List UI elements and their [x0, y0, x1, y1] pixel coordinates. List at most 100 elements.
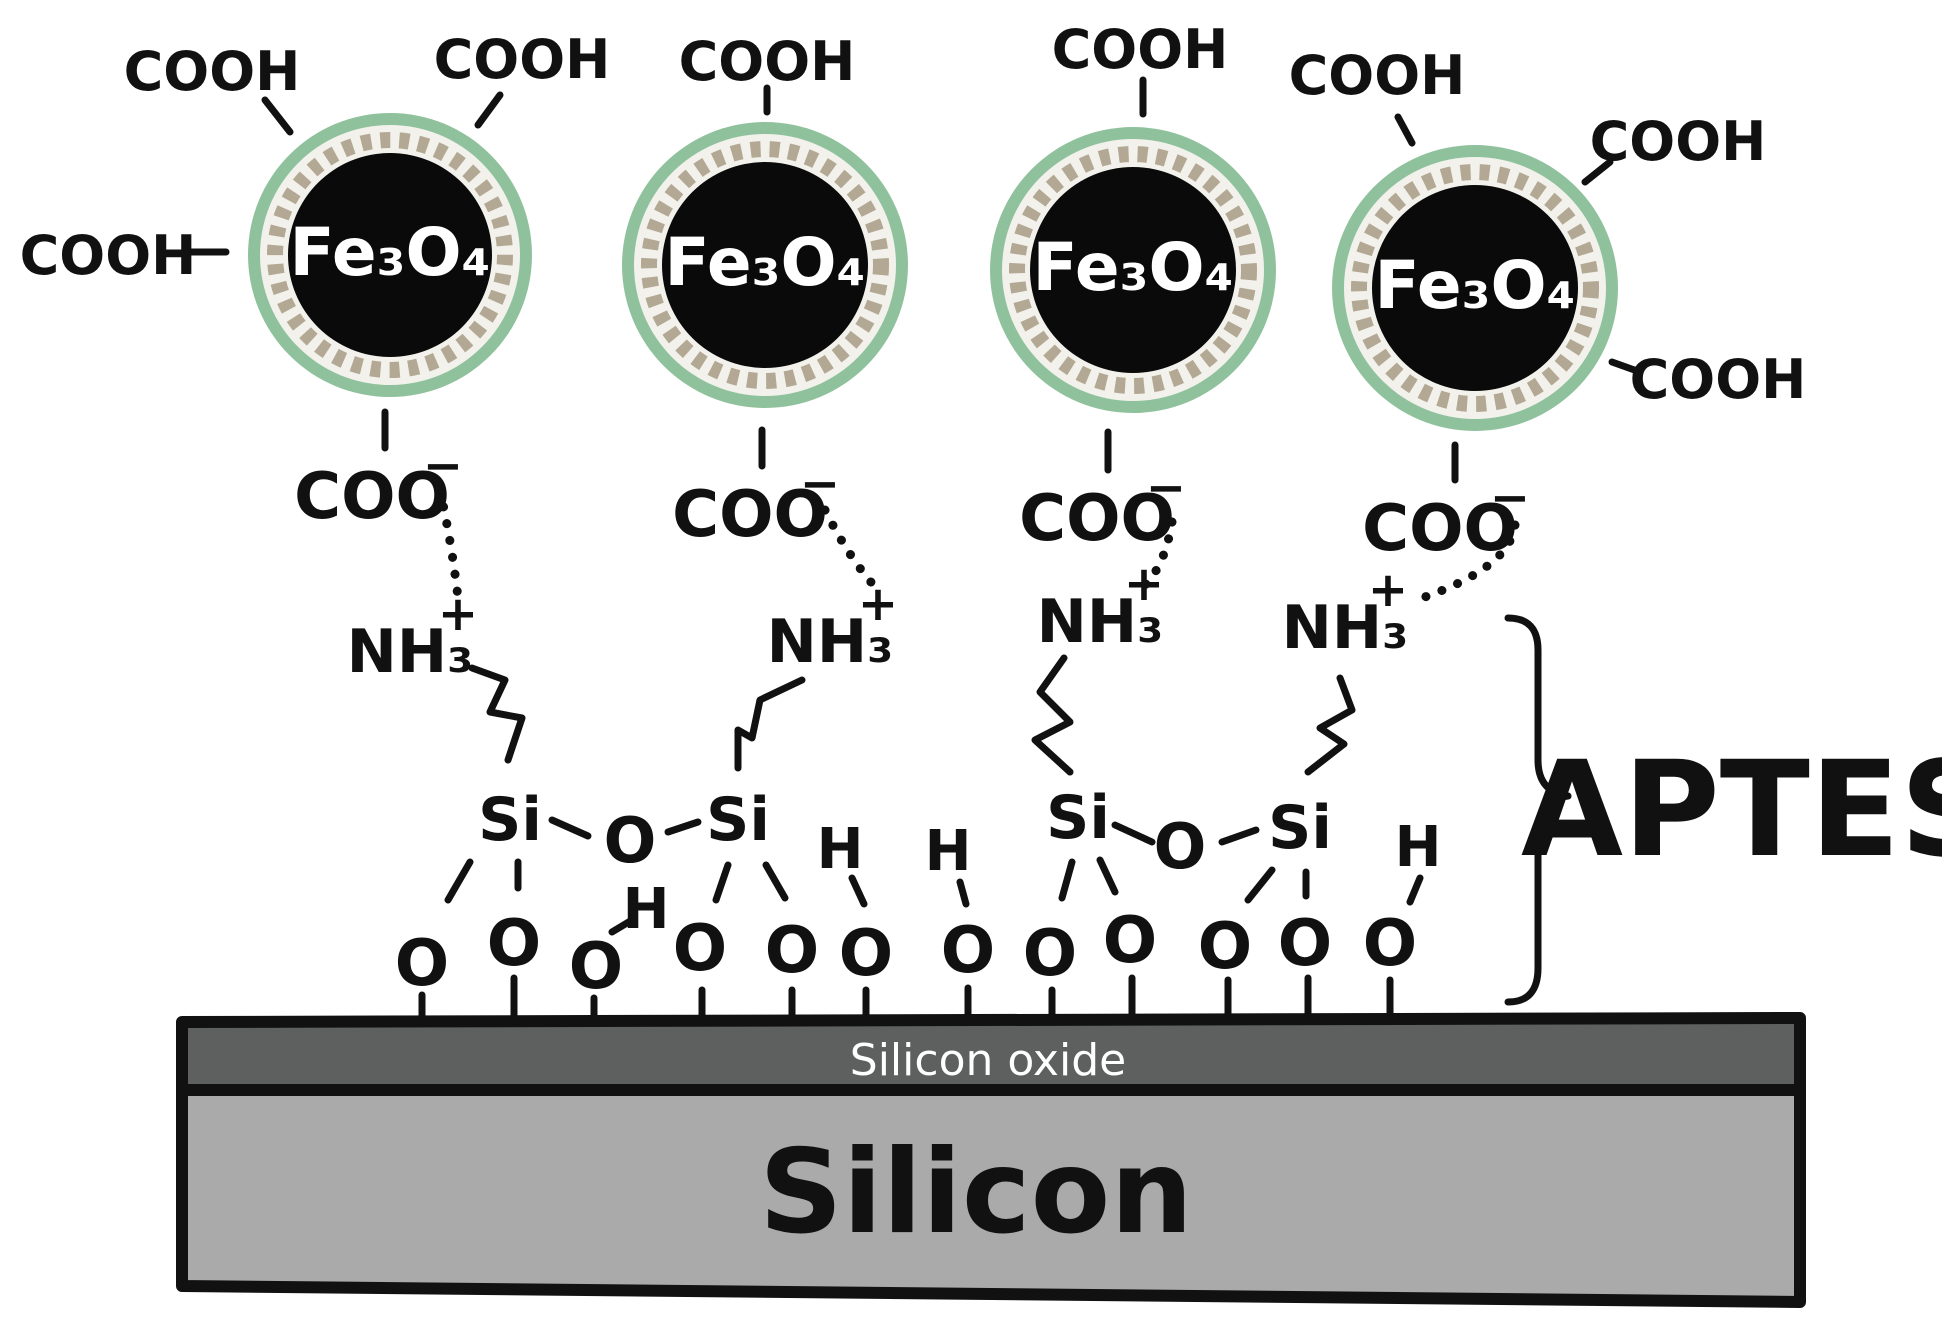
nanoparticle-1: Fe₃O₄	[248, 113, 532, 397]
silicon-atom-label: Si	[1268, 793, 1332, 863]
cooh-label: COOH	[1630, 348, 1807, 411]
propyl-chains	[468, 654, 1356, 776]
cooh-label: COOH	[1289, 44, 1466, 107]
ligand-ring	[641, 141, 889, 389]
surface-oxygen-label: O	[1023, 917, 1077, 991]
surface-oxygen-label: O	[1363, 907, 1417, 981]
bond-line	[548, 816, 592, 840]
hydrogen-label: H	[623, 877, 670, 942]
amine-label: NH₃	[347, 617, 474, 687]
cooh-label: COOH	[1590, 110, 1767, 173]
bond-line	[1111, 821, 1156, 846]
particle-core	[1030, 167, 1236, 373]
coo-charge: −	[1490, 470, 1530, 526]
amine-charge: +	[858, 576, 898, 632]
bond-line	[1406, 874, 1424, 906]
zigzag-chain	[1304, 674, 1356, 776]
coo-label: COO	[1019, 482, 1175, 556]
cooh-label: COOH	[434, 28, 611, 91]
bond-line	[762, 861, 789, 902]
bond-line	[1244, 866, 1276, 904]
bond-line	[1608, 358, 1644, 376]
zigzag-chain	[1031, 654, 1074, 776]
bond-line	[261, 96, 294, 136]
nanoparticle-2: Fe₃O₄	[622, 122, 908, 408]
silicon-atom-label: Si	[706, 785, 770, 855]
bond-line	[956, 878, 970, 908]
hydrogen-label: H	[1395, 815, 1442, 880]
surface-oxygen-label: O	[1198, 910, 1252, 984]
bond-line	[1218, 826, 1260, 846]
ligand-ring	[267, 132, 513, 378]
ionic-interactions	[435, 485, 1520, 607]
amine-charge: +	[1124, 556, 1164, 612]
bond-line	[1096, 856, 1119, 896]
surface-oxygen-label: O	[941, 914, 995, 988]
core-label: Fe₃O₄	[664, 224, 865, 301]
bond-line	[848, 874, 868, 908]
bond-line	[608, 916, 636, 936]
ionic-bond-dots	[435, 485, 463, 603]
ligand-ring	[1009, 146, 1257, 394]
particle-core	[662, 162, 868, 368]
amine-label: NH₃	[1282, 593, 1409, 663]
nanoparticle-4: Fe₃O₄	[1332, 145, 1618, 431]
silicon-layer	[176, 1084, 1806, 1308]
cooh-label: COOH	[124, 40, 301, 103]
silicon-atom-label: Si	[478, 785, 542, 855]
hydrogen-label: H	[817, 817, 864, 882]
bond-line	[444, 858, 474, 904]
amine-charge: +	[1368, 562, 1408, 618]
ligand-ring	[1351, 164, 1599, 412]
bridge-oxygen-label: O	[1154, 810, 1207, 883]
coo-charge: −	[800, 456, 840, 512]
bond-line	[474, 91, 504, 129]
core-label: Fe₃O₄	[1032, 229, 1233, 306]
nanoparticle-3: Fe₃O₄	[990, 127, 1276, 413]
ionic-bond-dots	[820, 505, 883, 595]
amine-label: NH₃	[767, 607, 894, 677]
surface-oxygen-label: O	[1278, 907, 1332, 981]
particle-core	[1372, 185, 1578, 391]
particle-core	[288, 153, 492, 357]
curly-brace	[1504, 614, 1572, 1006]
ionic-bond-dots	[1140, 517, 1177, 590]
surface-oxygen-label: O	[569, 930, 623, 1004]
hydrogen-label: H	[925, 819, 972, 884]
bridge-oxygen-label: O	[604, 804, 657, 877]
cooh-groups: COOH COOH COOH COOH COOH COOH COOH COOH	[20, 18, 1807, 411]
coo-label: COO	[1362, 492, 1518, 566]
coo-label: COO	[672, 478, 828, 552]
surface-oxygen-label: O	[673, 912, 727, 986]
coo-charge: −	[423, 438, 463, 494]
carboxylate-anchors: COO − COO − COO − COO −	[294, 408, 1530, 566]
amine-groups: NH₃ + NH₃ + NH₃ + NH₃ +	[347, 556, 1409, 687]
cooh-label: COOH	[1052, 18, 1229, 81]
ionic-bond-dots	[1405, 520, 1520, 607]
surface-oxygens: O O O O O O O O O O O O	[395, 904, 1417, 1034]
zigzag-chain	[734, 676, 806, 772]
core-label: Fe₃O₄	[1374, 247, 1575, 324]
surface-oxygen-label: O	[395, 927, 449, 1001]
surface-oxygen-label: O	[839, 917, 893, 991]
bond-line	[1581, 158, 1614, 186]
coo-label: COO	[294, 460, 450, 534]
surface-oxygen-label: O	[765, 914, 819, 988]
cooh-label: COOH	[20, 224, 197, 287]
bond-line	[1058, 858, 1076, 902]
surface-oxygen-label: O	[1103, 904, 1157, 978]
bond-line	[712, 861, 732, 904]
silicon-atom-label: Si	[1046, 783, 1110, 853]
amine-charge: +	[438, 586, 478, 642]
amine-label: NH₃	[1037, 587, 1164, 657]
bond-line	[1394, 113, 1416, 147]
silicon-oxide-label: Silicon oxide	[850, 1035, 1126, 1086]
core-label: Fe₃O₄	[289, 214, 490, 291]
zigzag-chain	[468, 664, 526, 764]
surface-oxygen-label: O	[487, 907, 541, 981]
silicon-label: Silicon	[759, 1125, 1193, 1260]
cooh-label: COOH	[679, 30, 856, 93]
